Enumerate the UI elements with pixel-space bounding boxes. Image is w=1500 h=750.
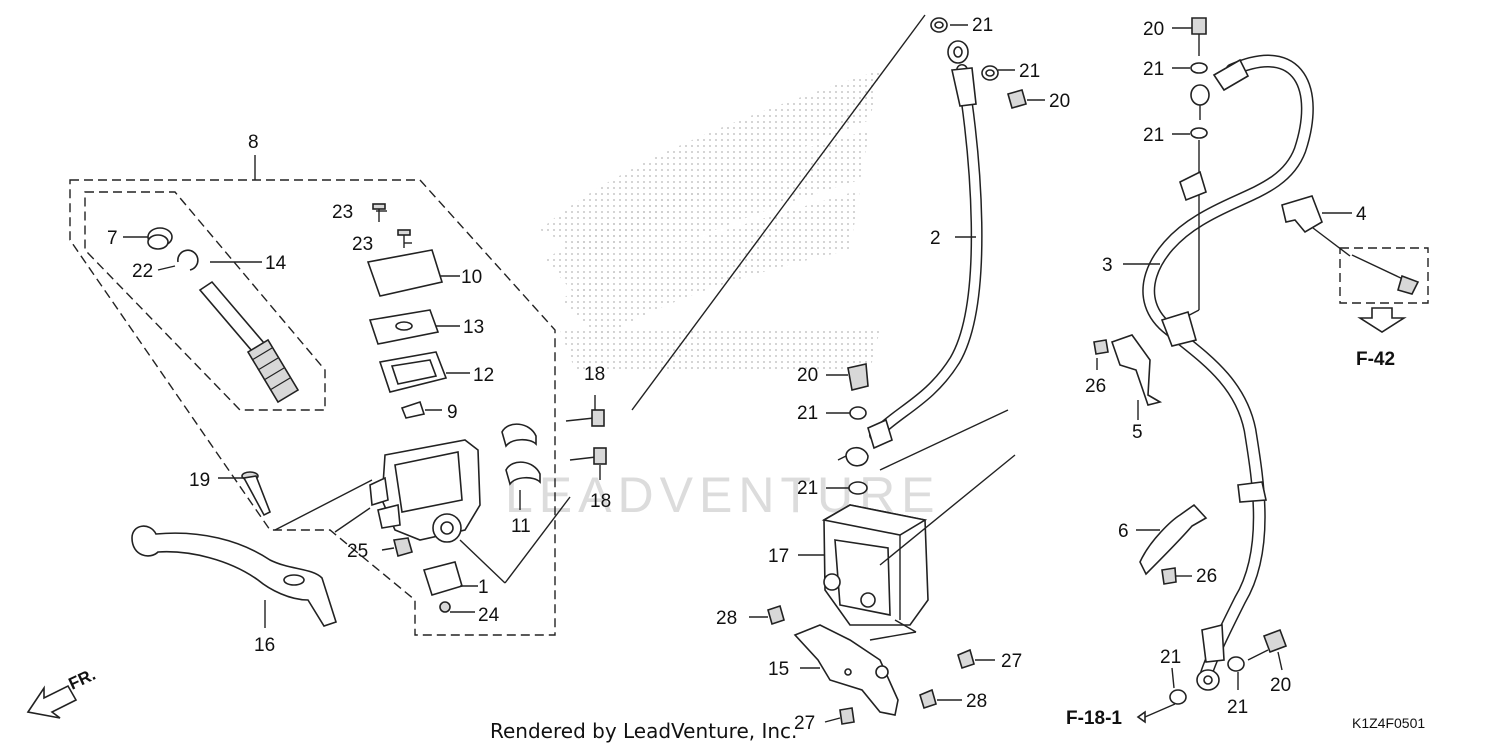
callout-12: 12 [473, 365, 494, 386]
wing-logo-watermark [540, 70, 880, 370]
hose-stay-6 [1139, 503, 1208, 576]
callout-22: 22 [132, 261, 153, 282]
callout-20b: 20 [797, 365, 818, 386]
callout-labels: 1 2 3 4 5 6 7 8 9 10 11 12 13 14 15 16 1… [107, 15, 1367, 734]
callout-16: 16 [254, 635, 275, 656]
hose-clamp-4 [1281, 195, 1323, 234]
callout-10: 10 [461, 267, 482, 288]
hose-2-and-modulator [749, 17, 1045, 725]
callout-23a: 23 [332, 202, 353, 223]
f42-reference-box [1339, 247, 1429, 304]
callout-24: 24 [478, 605, 500, 626]
callout-20a: 20 [1049, 91, 1070, 112]
banjo-bolt-20 [1007, 89, 1027, 109]
pivot-bolt-19 [241, 471, 272, 517]
arrow-to-f42 [1357, 307, 1407, 333]
bolt-28-right [919, 688, 937, 710]
callout-21g: 21 [1160, 647, 1181, 668]
callout-25: 25 [347, 541, 368, 562]
callout-9: 9 [447, 402, 458, 423]
callout-3: 3 [1102, 255, 1113, 276]
callout-21f: 21 [1143, 125, 1164, 146]
bolt-27-bottom [839, 707, 855, 725]
callout-18b: 18 [590, 491, 611, 512]
callout-21c: 21 [797, 403, 818, 424]
master-cylinder-group [69, 14, 926, 636]
callout-21b: 21 [1019, 61, 1040, 82]
callout-13: 13 [463, 317, 484, 338]
callout-28b: 28 [966, 691, 987, 712]
bolt-27-right [957, 648, 975, 670]
ref-f42[interactable]: F-42 [1356, 349, 1395, 370]
callout-17: 17 [768, 546, 789, 567]
diagram-code: K1Z4F0501 [1352, 715, 1425, 731]
assembly-outline-8 [69, 179, 556, 636]
callout-21d: 21 [797, 478, 818, 499]
callout-15: 15 [768, 659, 789, 680]
callout-4: 4 [1356, 204, 1367, 225]
callout-5: 5 [1132, 422, 1143, 443]
hose-clamp-5 [1110, 334, 1163, 406]
callout-28a: 28 [716, 608, 737, 629]
callout-8: 8 [248, 132, 259, 153]
render-credit: Rendered by LeadVenture, Inc. [490, 719, 797, 743]
piston-spring [246, 338, 300, 404]
callout-23b: 23 [352, 234, 373, 255]
reservoir-cap-10 [366, 249, 444, 297]
callout-27a: 27 [1001, 651, 1022, 672]
callout-20c: 20 [1143, 19, 1164, 40]
callout-14: 14 [265, 253, 287, 274]
callout-6: 6 [1118, 521, 1129, 542]
holder-clamp-11 [501, 423, 537, 448]
front-direction-arrow: FR. [26, 665, 99, 719]
assembly-outline-14 [84, 191, 326, 411]
brake-switch-1 [422, 561, 463, 596]
callout-27b: 27 [794, 713, 815, 734]
circlip-22 [177, 249, 199, 271]
screws-23 [372, 203, 411, 248]
nut-25 [393, 537, 413, 557]
callout-26a: 26 [1085, 376, 1106, 397]
callout-1: 1 [478, 577, 489, 598]
brake-hose-3 [1142, 54, 1314, 685]
bolt-28-left [767, 604, 785, 626]
callout-7: 7 [107, 228, 118, 249]
hose-3-group [1093, 17, 1429, 718]
bolts-18 [565, 409, 607, 465]
callout-26b: 26 [1196, 566, 1217, 587]
ref-f18-1[interactable]: F-18-1 [1066, 708, 1122, 729]
callout-19: 19 [189, 470, 210, 491]
callout-2: 2 [930, 228, 941, 249]
callout-20d: 20 [1270, 675, 1291, 696]
callout-21e: 21 [1143, 59, 1164, 80]
callout-21a: 21 [972, 15, 993, 36]
callout-21h: 21 [1227, 697, 1248, 718]
float-9 [400, 400, 426, 419]
brake-lever-16 [131, 525, 338, 627]
callout-11: 11 [511, 516, 531, 537]
brake-hose-2 [869, 64, 983, 441]
callout-18a: 18 [584, 364, 605, 385]
